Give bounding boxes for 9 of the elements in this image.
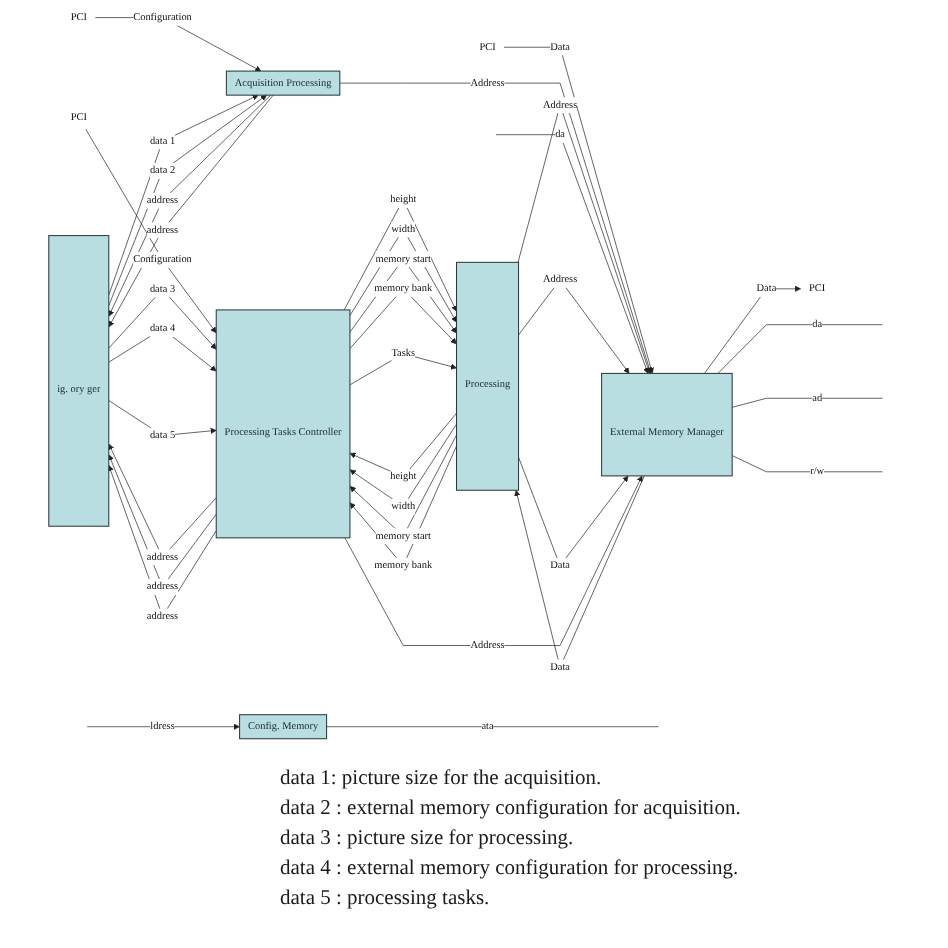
connector bbox=[717, 324, 883, 374]
connector bbox=[326, 726, 659, 728]
footnote: data 5 : processing tasks. bbox=[280, 886, 492, 914]
footnote: data 4 : external memory configuration for processing. bbox=[280, 856, 741, 884]
footnote: data 3 : picture size for processing. bbox=[280, 826, 576, 854]
connector bbox=[731, 397, 883, 408]
footnote: data 1: picture size for the acquisition. bbox=[280, 766, 604, 794]
connector bbox=[731, 455, 883, 473]
footnote: data 2 : external memory configuration for acquisition. bbox=[280, 796, 743, 824]
